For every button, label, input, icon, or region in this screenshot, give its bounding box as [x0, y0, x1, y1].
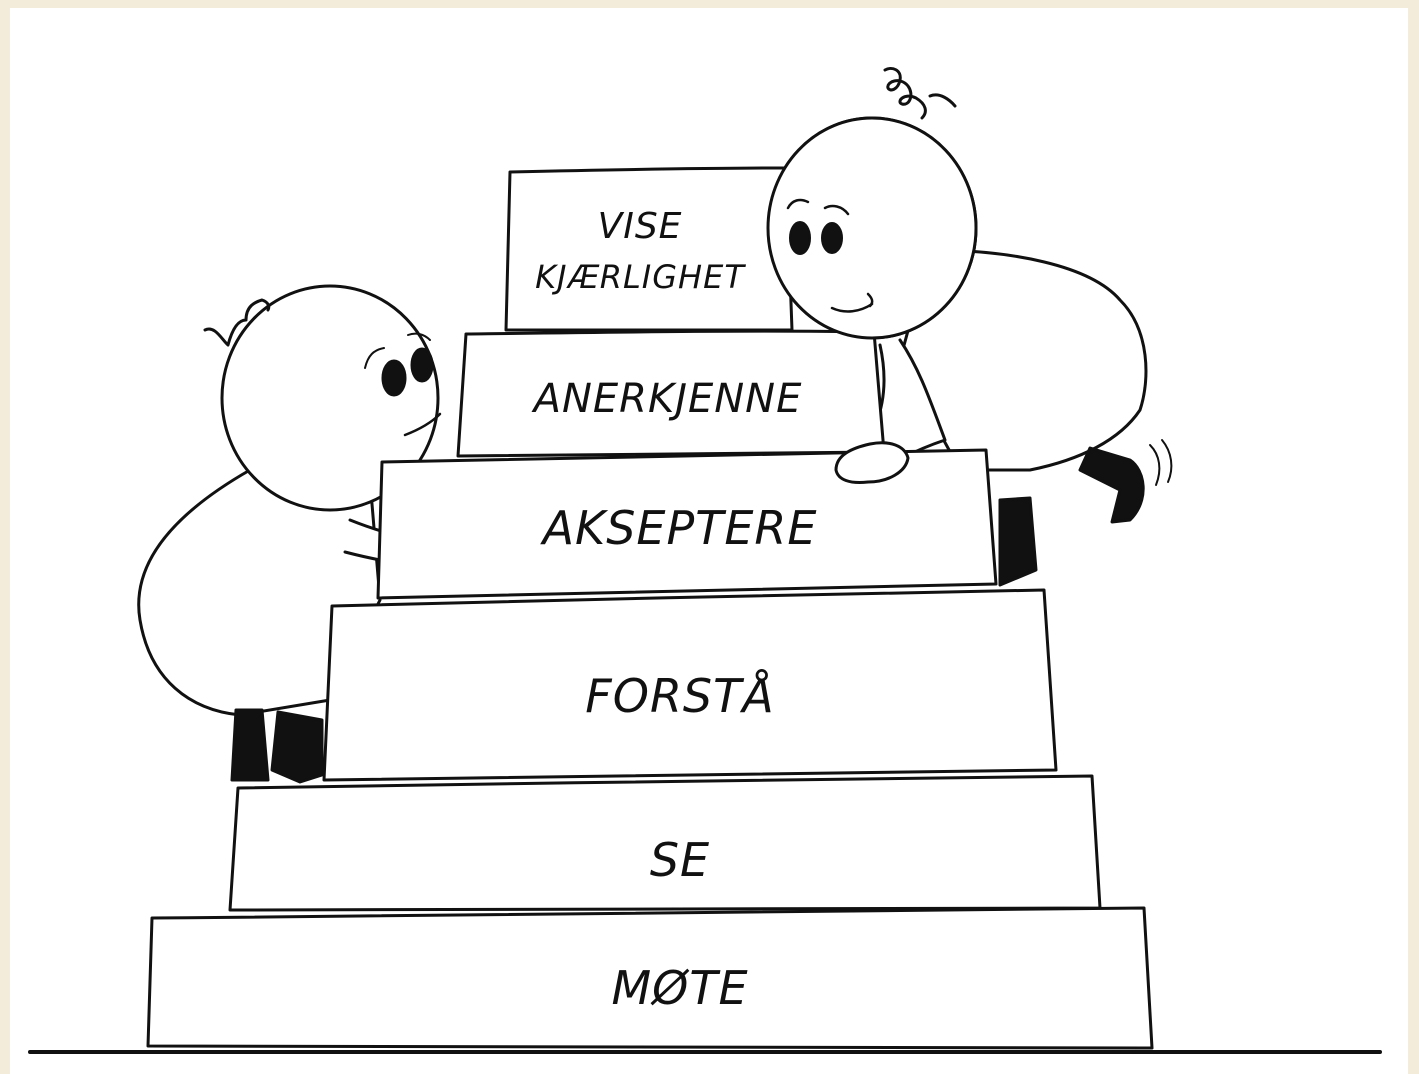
- step-label-vise: VISE: [598, 206, 683, 247]
- step-label-kjaerlighet: KJÆRLIGHET: [535, 258, 746, 296]
- step-label-anerkjenne: ANERKJENNE: [531, 376, 803, 422]
- step-label-se: SE: [650, 833, 710, 887]
- step-se: [228, 774, 1102, 912]
- step-label-moete: MØTE: [611, 961, 748, 1015]
- step-label-forstaa: FORSTÅ: [585, 669, 774, 723]
- step-vise-kjaerlighet: [504, 166, 794, 332]
- step-label-akseptere: AKSEPTERE: [540, 501, 818, 555]
- step-forstaa: [322, 588, 1058, 782]
- step-akseptere: [376, 448, 998, 600]
